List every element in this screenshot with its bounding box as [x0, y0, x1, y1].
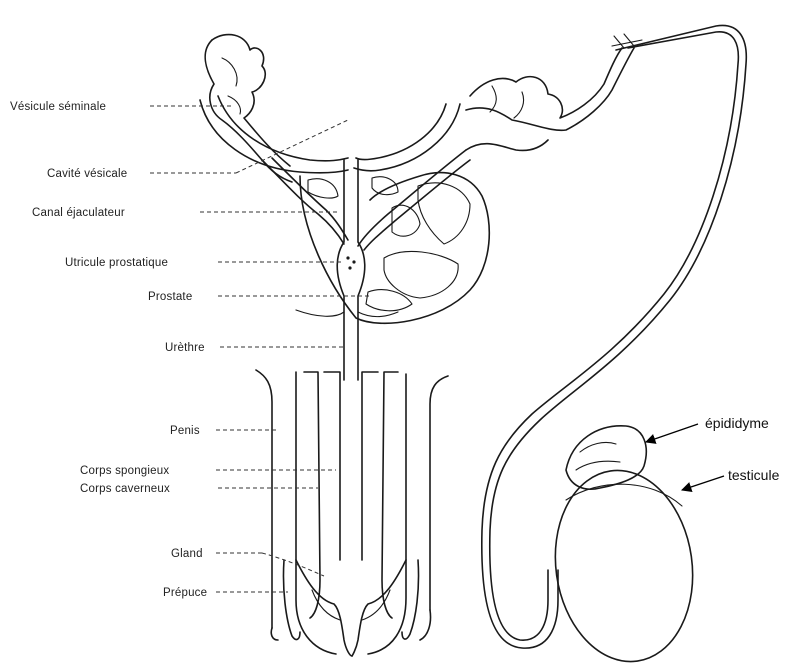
vas-deferens	[482, 25, 747, 648]
ejaculatory-ducts	[262, 150, 470, 250]
epididyme-arrow	[646, 424, 698, 442]
label-corps-caverneux: Corps caverneux	[80, 483, 170, 495]
label-epididyme: épididyme	[705, 415, 769, 431]
label-testicule: testicule	[728, 467, 780, 483]
seminal-vesicle-left	[205, 35, 292, 182]
prostate	[300, 173, 489, 324]
label-vesicule-seminale: Vésicule séminale	[10, 101, 106, 113]
epididymis	[566, 426, 646, 489]
label-cavite-vesicale: Cavité vésicale	[47, 168, 127, 180]
label-corps-spongieux: Corps spongieux	[80, 465, 169, 477]
penis-shaft	[256, 370, 448, 656]
label-utricule-prostatique: Utricule prostatique	[65, 257, 168, 269]
label-gland: Gland	[171, 548, 203, 560]
label-urethre: Urèthre	[165, 342, 205, 354]
label-penis: Penis	[170, 425, 200, 437]
label-prostate: Prostate	[148, 291, 192, 303]
label-canal-ejaculateur: Canal éjaculateur	[32, 207, 125, 219]
label-prepuce: Prépuce	[163, 587, 207, 599]
seminal-vesicle-right	[466, 48, 634, 151]
testis	[543, 461, 704, 670]
testicule-arrow	[682, 476, 724, 490]
